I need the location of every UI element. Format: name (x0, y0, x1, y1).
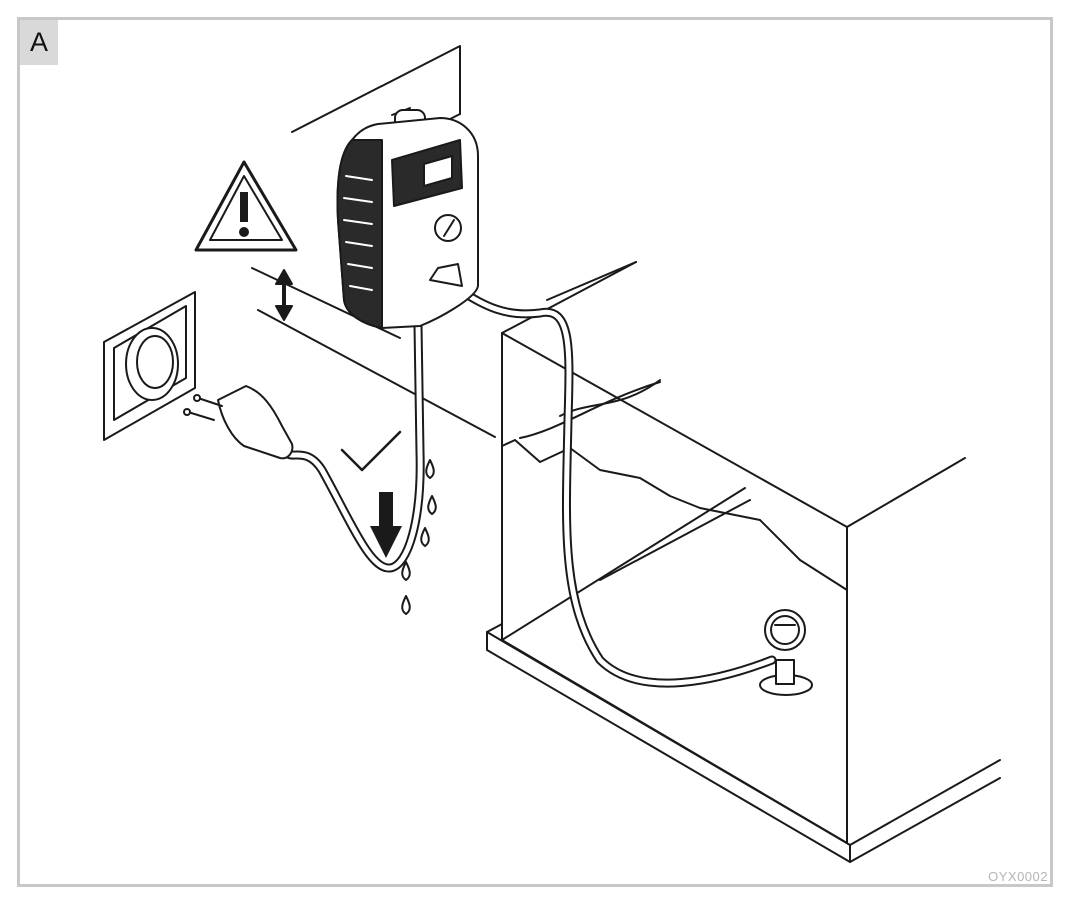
wall-socket (103, 291, 196, 441)
figure-frame (17, 17, 1053, 887)
power-plug (183, 385, 294, 460)
water-drops (401, 459, 437, 615)
warning-icon (194, 160, 298, 252)
checkmark-icon (340, 430, 402, 472)
air-pump (336, 107, 479, 329)
aquarium (486, 261, 1001, 863)
panel-label: A (20, 20, 58, 65)
air-hose (447, 281, 777, 688)
reference-code: OYX0002 (988, 869, 1048, 884)
height-arrow-icon (275, 269, 293, 321)
arrow-down-icon (370, 492, 402, 558)
drip-loop-cable (283, 320, 425, 573)
pressure-gauge (759, 609, 813, 696)
